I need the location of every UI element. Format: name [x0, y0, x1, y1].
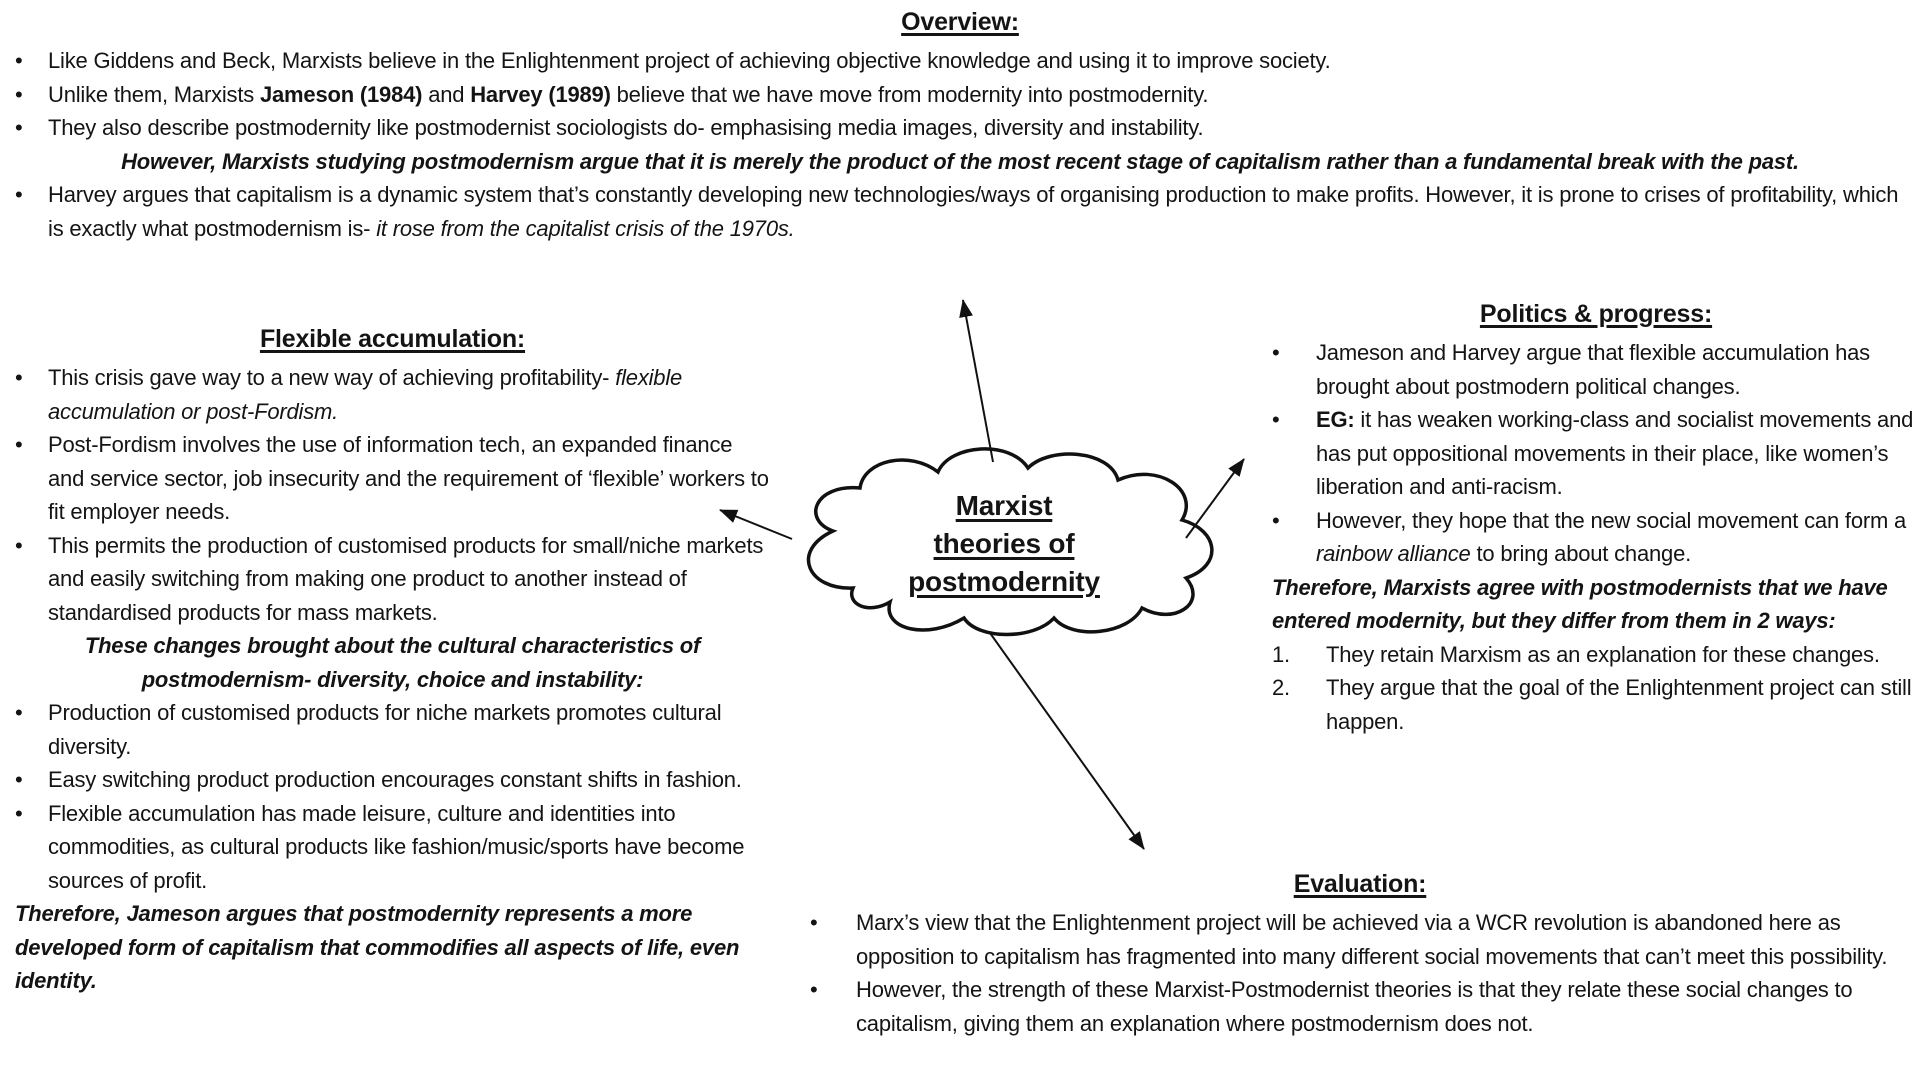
- bullet-icon: •: [1272, 507, 1280, 533]
- section-flexible-accumulation: Flexible accumulation: • This crisis gave…: [15, 323, 770, 998]
- politics-progress-title: Politics & progress:: [1479, 300, 1713, 328]
- item-text: They retain Marxism as an explanation fo…: [1326, 641, 1880, 667]
- bullet-icon: •: [810, 977, 818, 1002]
- bullet-icon: •: [15, 115, 23, 140]
- bullet-item: • However, the strength of these Marxist-…: [810, 973, 1920, 1040]
- bullet-item: • EG: it has weaken working-class and soc…: [1272, 403, 1920, 504]
- item-text: They also describe postmodernity like po…: [48, 115, 1204, 140]
- bullet-icon: •: [15, 182, 23, 207]
- evaluation-items: • Marx’s view that the Enlightenment proj…: [800, 906, 1920, 1040]
- item-text: However, Marxists studying postmodernism…: [121, 148, 1799, 174]
- item-text: Unlike them, Marxists Jameson (1984) and…: [48, 81, 1209, 107]
- item-text: Flexible accumulation has made leisure, …: [48, 800, 745, 893]
- bullet-item: • Unlike them, Marxists Jameson (1984) an…: [15, 78, 1905, 112]
- bullet-icon: •: [15, 700, 23, 725]
- bullet-item: • Marx’s view that the Enlightenment proj…: [810, 906, 1920, 973]
- central-cloud-node: Marxist theories of postmodernity: [778, 438, 1230, 650]
- cloud-title: Marxist theories of postmodernity: [778, 438, 1230, 650]
- bullet-icon: •: [15, 365, 23, 390]
- item-text: Production of customised products for ni…: [48, 700, 722, 759]
- section-politics-progress: Politics & progress: • Jameson and Harvey…: [1272, 298, 1920, 738]
- item-text: Like Giddens and Beck, Marxists believe …: [48, 48, 1331, 73]
- bullet-icon: •: [15, 767, 23, 792]
- item-text: EG: it has weaken working-class and soci…: [1316, 407, 1914, 499]
- item-text: These changes brought about the cultural…: [84, 633, 701, 692]
- bullet-item: • They also describe postmodernity like p…: [15, 111, 1905, 145]
- flexible-accumulation-title: Flexible accumulation:: [259, 325, 526, 353]
- section-overview: Overview: • Like Giddens and Beck, Marxis…: [15, 6, 1905, 245]
- item-text: Easy switching product production encour…: [48, 767, 742, 792]
- bullet-item: • Jameson and Harvey argue that flexible …: [1272, 336, 1920, 403]
- item-text: Post-Fordism involves the use of informa…: [48, 432, 769, 524]
- bullet-icon: •: [15, 48, 23, 73]
- section-evaluation: Evaluation: • Marx’s view that the Enligh…: [800, 868, 1920, 1040]
- bullet-icon: •: [15, 800, 23, 826]
- bullet-item: • Harvey argues that capitalism is a dyna…: [15, 178, 1905, 245]
- overview-items: • Like Giddens and Beck, Marxists believe…: [15, 44, 1905, 245]
- bullet-item: • Easy switching product production encou…: [15, 763, 770, 797]
- flexible-accumulation-items: • This crisis gave way to a new way of ac…: [15, 361, 770, 998]
- number-label: 2.: [1272, 675, 1290, 700]
- item-text: Therefore, Jameson argues that postmoder…: [15, 901, 740, 993]
- bullet-item: • This crisis gave way to a new way of ac…: [15, 361, 770, 428]
- bullet-icon: •: [1272, 407, 1280, 432]
- politics-progress-items: • Jameson and Harvey argue that flexible …: [1272, 336, 1920, 738]
- item-text: Therefore, Marxists agree with postmoder…: [1272, 574, 1888, 634]
- item-text: Marx’s view that the Enlightenment proje…: [856, 910, 1888, 969]
- bullet-item: • This permits the production of customis…: [15, 529, 770, 630]
- note-paragraph: Therefore, Jameson argues that postmoder…: [15, 897, 770, 998]
- bullet-icon: •: [1272, 340, 1280, 365]
- bullet-icon: •: [15, 532, 23, 558]
- item-text: They argue that the goal of the Enlighte…: [1326, 675, 1912, 734]
- cloud-title-line1: Marxist: [955, 490, 1053, 521]
- cloud-title-line3: postmodernity: [908, 566, 1100, 597]
- item-text: This permits the production of customise…: [48, 532, 764, 625]
- item-text: Harvey argues that capitalism is a dynam…: [48, 182, 1899, 241]
- bullet-icon: •: [15, 81, 23, 107]
- item-text: This crisis gave way to a new way of ach…: [48, 365, 683, 424]
- bullet-item: • Production of customised products for n…: [15, 696, 770, 763]
- note-paragraph: Therefore, Marxists agree with postmoder…: [1272, 571, 1920, 638]
- bullet-icon: •: [15, 432, 23, 457]
- cloud-title-line2: theories of: [933, 528, 1075, 559]
- bullet-item: • Flexible accumulation has made leisure,…: [15, 797, 770, 898]
- bullet-icon: •: [810, 910, 818, 935]
- arrow-to-evaluation-icon: [989, 632, 1145, 850]
- evaluation-title: Evaluation:: [1293, 870, 1427, 898]
- bullet-item: • However, they hope that the new social …: [1272, 504, 1920, 571]
- overview-title: Overview:: [901, 8, 1019, 36]
- numbered-item: 2. They argue that the goal of the Enligh…: [1272, 671, 1920, 738]
- note-paragraph: These changes brought about the cultural…: [15, 629, 770, 696]
- number-label: 1.: [1272, 641, 1290, 667]
- numbered-item: 1. They retain Marxism as an explanation …: [1272, 638, 1920, 672]
- bullet-item: • Post-Fordism involves the use of inform…: [15, 428, 770, 529]
- item-text: However, the strength of these Marxist-P…: [856, 977, 1853, 1036]
- note-paragraph: However, Marxists studying postmodernism…: [15, 145, 1905, 179]
- item-text: Jameson and Harvey argue that flexible a…: [1316, 340, 1870, 399]
- bullet-item: • Like Giddens and Beck, Marxists believe…: [15, 44, 1905, 78]
- item-text: However, they hope that the new social m…: [1316, 507, 1907, 567]
